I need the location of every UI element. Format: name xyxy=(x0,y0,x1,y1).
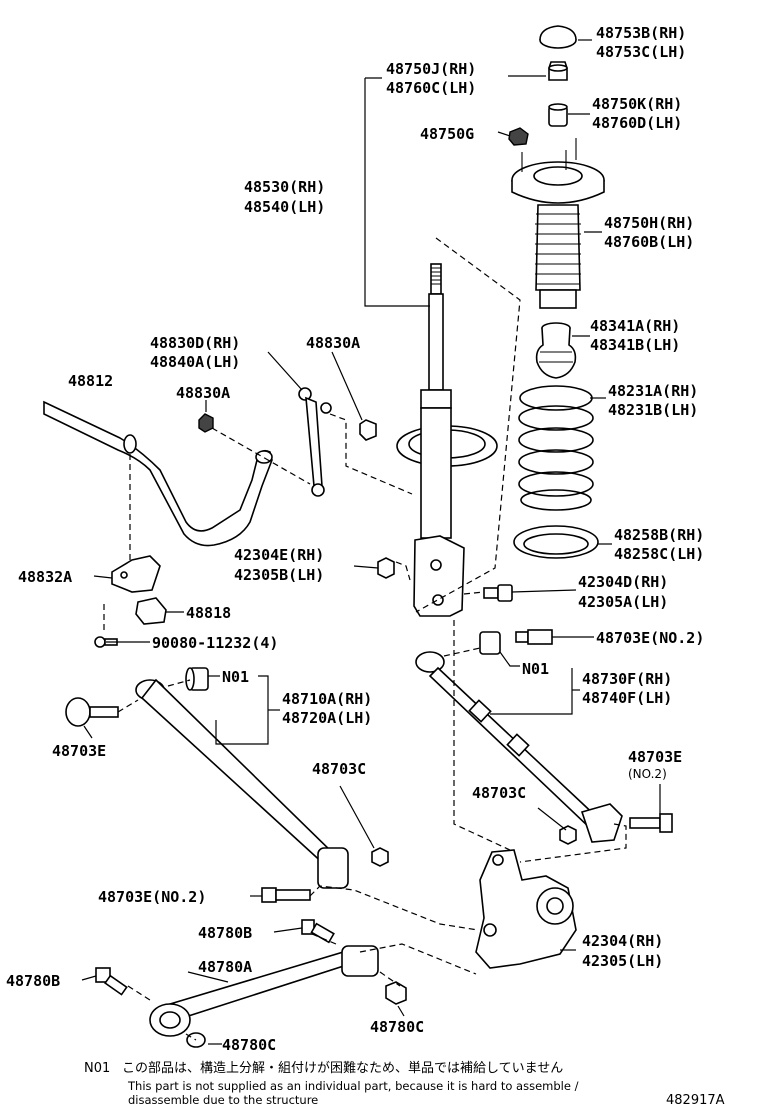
footnote-code: N01 xyxy=(84,1061,110,1076)
stabilizer-bar xyxy=(43,400,273,547)
bolt-48703e-no2-top xyxy=(515,629,553,645)
nut-48703c-right xyxy=(559,825,577,845)
label-48703e-no2-top: 48703E(NO.2) xyxy=(596,629,704,647)
label-48341b-lh: 48341B(LH) xyxy=(590,336,680,354)
label-48750j-rh: 48750J(RH) xyxy=(386,60,476,78)
mount-nut xyxy=(508,127,529,146)
label-48540-lh: 48540(LH) xyxy=(244,198,325,216)
label-48750k-rh: 48750K(RH) xyxy=(592,95,682,113)
label-48703c-mid: 48703C xyxy=(312,760,366,778)
label-42305-lh: 42305(LH) xyxy=(582,952,663,970)
part-labels: 48753B(RH) 48753C(LH) 48750J(RH) 48760C(… xyxy=(6,24,704,1054)
rear-axle-carrier xyxy=(475,849,577,969)
label-48703c-right: 48703C xyxy=(472,784,526,802)
label-48780c-left: 48780C xyxy=(222,1036,276,1054)
label-48830a-top: 48830A xyxy=(306,334,360,352)
bolt-42304d xyxy=(483,584,513,602)
bolt-48780b-top xyxy=(301,919,335,944)
label-48832a: 48832A xyxy=(18,568,72,586)
assembly-dashed-lines xyxy=(103,237,627,1041)
label-48710a-rh: 48710A(RH) xyxy=(282,690,372,708)
bump-stopper xyxy=(535,322,577,379)
stabilizer-nut-left xyxy=(198,413,214,433)
strut-cap xyxy=(539,25,577,49)
label-48703e-left: 48703E xyxy=(52,742,106,760)
label-48780b-left: 48780B xyxy=(6,972,60,990)
dust-boot xyxy=(535,204,581,309)
label-48840a-lh: 48840A(LH) xyxy=(150,353,240,371)
label-42304-rh: 42304(RH) xyxy=(582,932,663,950)
label-42304d-rh: 42304D(RH) xyxy=(578,573,668,591)
label-48530-rh: 48530(RH) xyxy=(244,178,325,196)
nut-48780c-right xyxy=(385,981,407,1005)
footnote: N01 この部品は、構造上分解・組付けが困難なため、単品では補給していません T… xyxy=(84,1060,725,1108)
label-n01-left: N01 xyxy=(222,668,249,686)
label-48760c-lh: 48760C(LH) xyxy=(386,79,476,97)
coil-spring xyxy=(518,385,594,511)
stabilizer-nut-top xyxy=(359,419,377,441)
leader-lines xyxy=(81,39,661,1045)
label-90080: 90080-11232(4) xyxy=(152,634,278,652)
label-48760b-lh: 48760B(LH) xyxy=(604,233,694,251)
label-48753-rh: 48753B(RH) xyxy=(596,24,686,42)
label-48830d-rh: 48830D(RH) xyxy=(150,334,240,352)
spring-insulator xyxy=(513,525,599,559)
label-42305a-lh: 42305A(LH) xyxy=(578,593,668,611)
label-48780c-right: 48780C xyxy=(370,1018,424,1036)
upper-arm-bushing-right xyxy=(479,631,501,655)
label-48231a-rh: 48231A(RH) xyxy=(608,382,698,400)
label-48780a: 48780A xyxy=(198,958,252,976)
label-48780b-top: 48780B xyxy=(198,924,252,942)
label-48720a-lh: 48720A(LH) xyxy=(282,709,372,727)
bolt-48703e-right xyxy=(629,813,673,833)
label-48703e-no2-low: 48703E(NO.2) xyxy=(98,888,206,906)
footnote-english-line1: This part is not supplied as an individu… xyxy=(127,1079,579,1093)
label-42304e-rh: 42304E(RH) xyxy=(234,546,324,564)
label-48258c-lh: 48258C(LH) xyxy=(614,545,704,563)
label-48341a-rh: 48341A(RH) xyxy=(590,317,680,335)
label-n01-right: N01 xyxy=(522,660,549,678)
upper-arm-bushing-left xyxy=(185,667,209,691)
lateral-link-adjustable xyxy=(415,651,623,843)
label-48730f-rh: 48730F(RH) xyxy=(582,670,672,688)
nut-42304e xyxy=(377,557,395,579)
footnote-english-line2: disassemble due to the structure xyxy=(128,1093,318,1107)
label-48753-lh: 48753C(LH) xyxy=(596,43,686,61)
arm-bolt-left xyxy=(65,697,119,727)
nut-48703c-mid xyxy=(371,847,389,867)
bolt-48780b-left xyxy=(95,967,128,996)
label-48258b-rh: 48258B(RH) xyxy=(614,526,704,544)
strut-spacer xyxy=(548,103,568,127)
shock-absorber xyxy=(396,263,498,617)
label-48818: 48818 xyxy=(186,604,231,622)
label-48830a-left: 48830A xyxy=(176,384,230,402)
strut-mount-support xyxy=(511,138,605,204)
label-48750h-rh: 48750H(RH) xyxy=(604,214,694,232)
diagram-id: 482917A xyxy=(666,1093,725,1108)
strut-upper-nut xyxy=(548,61,568,81)
label-48740f-lh: 48740F(LH) xyxy=(582,689,672,707)
stabilizer-bushing xyxy=(135,597,167,625)
stabilizer-link xyxy=(298,387,332,497)
label-48703e-right-no2: (NO.2) xyxy=(628,767,667,781)
stabilizer-bracket xyxy=(111,555,161,593)
label-48703e-right: 48703E xyxy=(628,748,682,766)
lower-arm-1 xyxy=(135,678,349,889)
label-48760d-lh: 48760D(LH) xyxy=(592,114,682,132)
footnote-japanese: この部品は、構造上分解・組付けが困難なため、単品では補給していません xyxy=(122,1060,563,1076)
label-48750g: 48750G xyxy=(420,125,474,143)
label-42305b-lh: 42305B(LH) xyxy=(234,566,324,584)
label-48812: 48812 xyxy=(68,372,113,390)
lower-arm-48780a xyxy=(149,945,379,1037)
bolt-48703e-no2-low xyxy=(261,887,311,903)
label-48231b-lh: 48231B(LH) xyxy=(608,401,698,419)
